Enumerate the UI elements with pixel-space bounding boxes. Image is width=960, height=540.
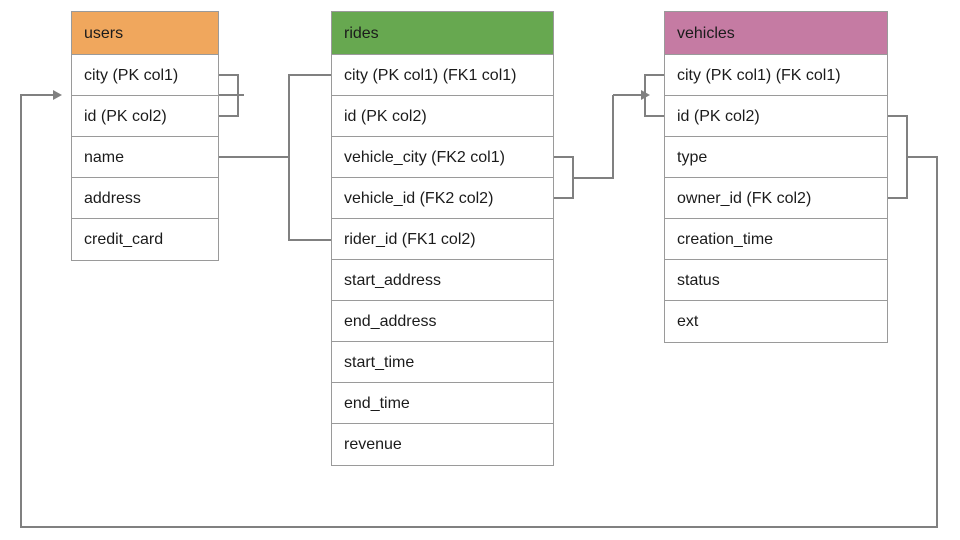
field-rides-start-address[interactable]: start_address [332, 260, 553, 301]
field-users-city[interactable]: city (PK col1) [72, 55, 218, 96]
field-vehicles-city[interactable]: city (PK col1) (FK col1) [665, 55, 887, 96]
field-users-id[interactable]: id (PK col2) [72, 96, 218, 137]
field-users-name[interactable]: name [72, 137, 218, 178]
field-rides-revenue[interactable]: revenue [344, 436, 402, 453]
field-rides-start-time[interactable]: start_time [332, 342, 553, 383]
field-rides-id[interactable]: id (PK col2) [332, 96, 553, 137]
table-vehicles-title: vehicles [665, 12, 887, 55]
field-users-address[interactable]: address [72, 178, 218, 219]
field-vehicles-status[interactable]: status [665, 260, 887, 301]
connector-rides-fk1-users [192, 74, 331, 241]
table-users[interactable]: users city (PK col1) id (PK col2) name a… [71, 11, 219, 261]
field-vehicles-ext[interactable]: ext [677, 313, 699, 330]
field-rides-rider-id[interactable]: rider_id (FK1 col2) [332, 219, 553, 260]
connector-rides-fk2-vehicles [554, 74, 664, 199]
field-users-credit-card[interactable]: credit_card [84, 231, 164, 248]
field-rides-end-time[interactable]: end_time [332, 383, 553, 424]
field-vehicles-creation-time[interactable]: creation_time [665, 219, 887, 260]
field-rides-city[interactable]: city (PK col1) (FK1 col1) [332, 55, 553, 96]
field-vehicles-id[interactable]: id (PK col2) [665, 96, 887, 137]
table-rides-title: rides [332, 12, 553, 55]
field-rides-end-address[interactable]: end_address [332, 301, 553, 342]
table-rides[interactable]: rides city (PK col1) (FK1 col1) id (PK c… [331, 11, 554, 466]
field-rides-vehicle-id[interactable]: vehicle_id (FK2 col2) [332, 178, 553, 219]
table-users-title: users [72, 12, 218, 55]
field-vehicles-owner-id[interactable]: owner_id (FK col2) [665, 178, 887, 219]
field-rides-vehicle-city[interactable]: vehicle_city (FK2 col1) [332, 137, 553, 178]
table-vehicles[interactable]: vehicles city (PK col1) (FK col1) id (PK… [664, 11, 888, 343]
field-vehicles-type[interactable]: type [665, 137, 887, 178]
